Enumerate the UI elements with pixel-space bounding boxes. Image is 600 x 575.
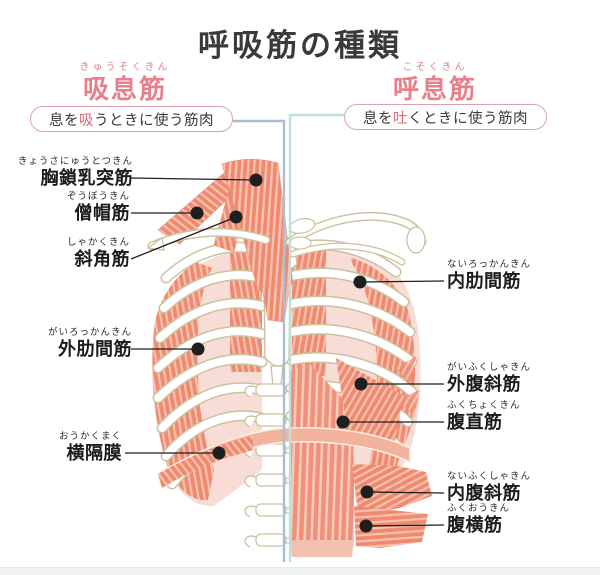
marker-dots (190, 173, 374, 533)
diaphragm-shape (157, 426, 411, 490)
muscle-name: 横隔膜 (66, 442, 122, 463)
label-external-oblique: がいふくしゃきん 外腹斜筋 (447, 363, 531, 393)
furigana: ないふくしゃきん (447, 471, 532, 482)
leader-internal-oblique (366, 491, 445, 494)
dot-internal-intercostal (353, 275, 367, 289)
inhale-pill-suffix: うときに使う筋肉 (94, 112, 214, 129)
exhale-heading-furigana: こそくきん (402, 62, 468, 73)
dot-external-intercostal (191, 342, 205, 356)
muscle-name: 胸鎖乳突筋 (40, 167, 133, 188)
dot-internal-oblique (360, 485, 374, 499)
inhale-section-heading: きゅうそくきん 吸息筋 (25, 62, 225, 104)
muscle-name: 腹横筋 (447, 514, 503, 535)
furigana: きょうさにゅうとつきん (17, 156, 133, 167)
inhale-pill-highlight: 吸 (79, 112, 94, 129)
muscle-name: 僧帽筋 (74, 202, 130, 223)
furigana: しゃかくきん (66, 237, 130, 248)
inhale-description-pill: 息を吸うときに使う筋肉 (30, 106, 233, 132)
internal-oblique-shape (352, 464, 432, 514)
exhale-pill-highlight: 吐 (393, 110, 408, 127)
page-title: 呼吸筋の種類 (198, 28, 402, 63)
dot-rectus-abdominis (336, 415, 350, 429)
transversus-abdominis-shape (354, 506, 428, 548)
furigana: がいろっかんきん (47, 327, 132, 338)
furigana: ぞうぼうきん (66, 191, 130, 202)
leader-scalene (130, 216, 237, 260)
dot-sternocleidomastoid (249, 173, 263, 187)
furigana: がいふくしゃきん (447, 362, 532, 373)
muscle-name: 外肋間筋 (58, 338, 132, 359)
label-internal-intercostal: ないろっかんきん 内肋間筋 (447, 260, 531, 290)
label-scalene: しゃかくきん 斜角筋 (67, 238, 130, 268)
furigana: ないろっかんきん (447, 259, 532, 270)
muscle-name: 内腹斜筋 (447, 482, 521, 503)
furigana: ふくおうきん (447, 503, 511, 514)
exhale-section-heading: こそくきん 呼息筋 (335, 62, 535, 104)
exhale-pill-prefix: 息を (363, 110, 393, 127)
label-diaphragm: おうかくまく 横隔膜 (59, 432, 122, 462)
muscle-name: 外腹斜筋 (447, 373, 521, 394)
label-transversus-abdominis: ふくおうきん 腹横筋 (447, 504, 510, 534)
muscle-name: 内肋間筋 (447, 270, 521, 291)
dot-trapezius (190, 206, 204, 220)
inhale-heading-furigana: きゅうそくきん (79, 62, 171, 73)
clavicle-bones (146, 212, 427, 266)
inhale-pill-prefix: 息を (49, 112, 79, 129)
furigana: おうかくまく (58, 431, 122, 442)
abdominal-muscles (290, 356, 432, 557)
label-trapezius: ぞうぼうきん 僧帽筋 (67, 192, 130, 222)
dot-diaphragm (212, 446, 226, 460)
muscle-name: 腹直筋 (447, 411, 503, 432)
inhale-heading-text: 吸息筋 (82, 74, 167, 104)
exhale-description-pill: 息を吐くときに使う筋肉 (344, 104, 547, 130)
divider-inhale-line (233, 119, 286, 562)
exhale-heading-text: 呼息筋 (392, 74, 477, 104)
leader-lines (125, 177, 445, 527)
label-sternocleidomastoid: きょうさにゅうとつきん 胸鎖乳突筋 (18, 157, 133, 187)
dot-external-oblique (354, 377, 368, 391)
exhale-pill-suffix: くときに使う筋肉 (408, 110, 528, 127)
dot-scalene (229, 210, 243, 224)
leader-internal-intercostal (359, 280, 445, 283)
label-internal-oblique: ないふくしゃきん 内腹斜筋 (447, 472, 531, 502)
divider-exhale-line (288, 113, 344, 562)
leader-transversus-abdominis (365, 524, 445, 527)
label-rectus-abdominis: ふくちょくきん 腹直筋 (447, 401, 521, 431)
label-external-intercostal: がいろっかんきん 外肋間筋 (48, 328, 132, 358)
rectus-abdominis-shape (290, 362, 354, 540)
bottom-edge-strip (0, 567, 600, 575)
dot-transversus-abdominis (359, 519, 373, 533)
muscle-name: 斜角筋 (74, 248, 130, 269)
leader-sternocleidomastoid (130, 177, 257, 181)
furigana: ふくちょくきん (447, 400, 521, 411)
